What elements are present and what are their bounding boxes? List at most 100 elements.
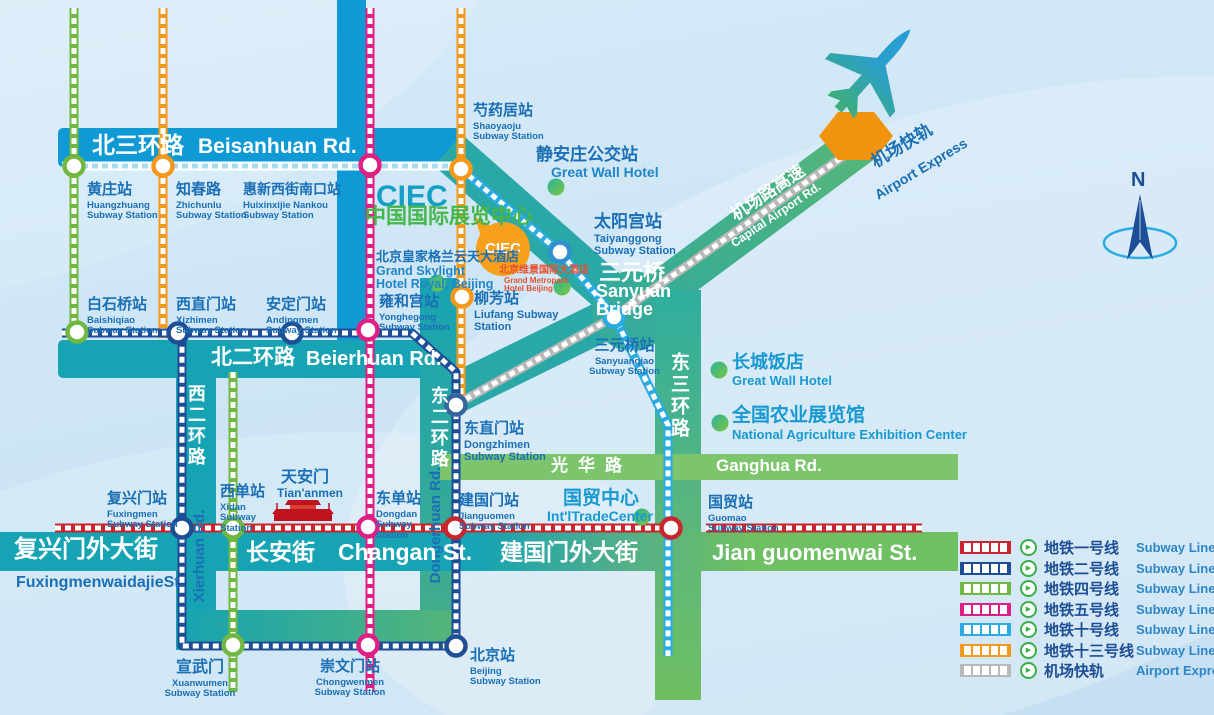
legend-swatch-line13	[960, 643, 1011, 657]
agri-center-dot	[711, 414, 729, 432]
grand-skylight-label-cn: 北京皇家格兰云天大酒店	[376, 249, 520, 264]
station-label-dongzhimen: 东直门站 Dongzhimen Subway Station	[464, 420, 546, 463]
station-marker-xizhimen	[166, 321, 190, 345]
station-marker-liufang	[450, 285, 474, 309]
station-marker-huangzhuang	[62, 154, 86, 178]
jinganzhuang-label-en: Great Wall Hotel	[551, 164, 659, 180]
station-label-chongwenmen: 崇文门站 Chongwenmen Subway Station	[314, 658, 386, 699]
play-icon: ▶	[1020, 621, 1037, 638]
road-vertical-blue	[337, 0, 366, 348]
metropark-label-cn: 北京维景国际大酒店	[499, 265, 589, 276]
road-label-ganghua-cn: 光华路	[551, 456, 632, 475]
road-label-ganghua-en: Ganghua Rd.	[716, 456, 822, 475]
sanyuan-bridge-label-en2: Bridge	[596, 299, 654, 319]
road-label-beisanhuan-en: Beisanhuan Rd.	[198, 135, 357, 158]
station-label-yonghegong: 雍和宫站 Yonghegong Subway Station	[379, 293, 450, 334]
agri-center-label-cn: 全国农业展览馆	[732, 405, 866, 426]
station-label-baishiqiao: 白石桥站 Baishiqiao Subway Station	[87, 296, 158, 337]
station-marker-jianguomen	[443, 516, 467, 540]
tiananmen-label-cn: 天安门	[281, 469, 330, 486]
station-marker-beijing	[444, 634, 468, 658]
jinganzhuang-dot	[547, 178, 565, 196]
station-marker-xuanwumen	[221, 633, 245, 657]
tiananmen-icon	[272, 500, 334, 521]
airport-hexagon-icon	[819, 112, 893, 160]
road-ganghua	[440, 454, 958, 480]
station-label-xidan: 西单站 Xidan Subway Station	[220, 483, 266, 534]
agri-center-label-en: National Agriculture Exhibition Center	[732, 427, 967, 442]
airplane-icon	[824, 29, 911, 119]
station-label-liufang: 柳芳站 Liufang Subway Station	[474, 290, 559, 333]
legend-swatch-airport-express	[960, 664, 1011, 677]
grand-skylight-dot	[428, 274, 446, 292]
legend-swatch-line1	[960, 541, 1011, 554]
compass-n-label: N	[1131, 169, 1146, 191]
legend-row-line2: ▶ 地铁二号线 Subway Line 2	[960, 559, 1214, 578]
ciec-title-abbr: CIEC	[376, 180, 448, 213]
road-label-dongerhuan-cn: 东二环路	[428, 386, 449, 470]
tiananmen-label-en: Tian'anmen	[277, 486, 343, 500]
station-label-beijing: 北京站 Beijing Subway Station	[470, 647, 541, 688]
station-label-jianguomen: 建国门站 Jianguomen Subway Station	[459, 492, 530, 533]
station-label-shaoyaoju: 芍药居站 Shaoyaoju Subway Station	[473, 102, 544, 143]
metropark-label-en: Grand Metropark Hotel Beijing	[504, 276, 569, 294]
road-beierhuan	[58, 340, 460, 378]
station-marker-baishiqiao	[65, 320, 89, 344]
station-marker-andingmen	[280, 321, 304, 345]
station-label-dongdan: 东单站 Dongdan Subway Station	[376, 490, 422, 541]
trade-center-label-cn: 国贸中心	[563, 488, 640, 509]
legend-row-line5: ▶ 地铁五号线 Subway Line 5	[960, 600, 1214, 619]
play-icon: ▶	[1020, 641, 1037, 659]
station-marker-chongwenmen	[356, 633, 380, 657]
ciec-bubble	[474, 216, 530, 276]
road-label-beierhuan-en: Beierhuan Rd.	[306, 348, 442, 370]
greatwall-hotel-label-en: Great Wall Hotel	[732, 373, 832, 388]
play-icon: ▶	[1020, 559, 1037, 577]
ciec-bubble-label: CIEC	[485, 240, 521, 258]
road-label-beisanhuan-cn: 北三环路	[92, 132, 184, 158]
metropark-dot	[553, 278, 571, 296]
legend-row-airport-express: ▶ 机场快轨 Airport Express	[960, 662, 1214, 680]
road-label-jianguomenwai-cn: 建国门外大街	[500, 539, 638, 565]
road-label-xierhuan-en: Xierhuan Rd.	[191, 509, 209, 603]
road-label-dongsanhuan-cn: 东三环路	[667, 352, 689, 440]
road-label-xierhuan-cn: 西二环路	[185, 384, 206, 468]
station-marker-taiyanggong	[548, 240, 572, 264]
station-marker-dongdan	[356, 515, 380, 539]
station-label-xizhimen: 西直门站 Xizhimen Subway Station	[176, 296, 247, 337]
station-label-xuanwumen: 宣武门 Xuanwumen Subway Station	[164, 659, 236, 700]
station-label-huixinxijie: 惠新西街南口站 Huixinxijie Nankou Subway Statio…	[243, 181, 341, 222]
station-marker-dongzhimen	[444, 393, 468, 417]
station-label-sanyuanqiao: 三元桥站 Sanyuanqiao Subway Station	[589, 337, 660, 378]
road-label-fuxingmenwai-cn: 复兴门外大街	[14, 536, 158, 563]
compass-icon	[1102, 194, 1178, 260]
play-icon: ▶	[1020, 539, 1037, 556]
play-icon: ▶	[1020, 600, 1037, 618]
station-label-andingmen: 安定门站 Andingmen Subway Station	[266, 296, 337, 337]
station-label-guomao: 国贸站 Guomao Subway Station	[708, 494, 779, 535]
station-label-zhichunlu: 知春路 Zhichunlu Subway Station	[176, 181, 247, 222]
road-dongsanhuan	[655, 290, 701, 700]
road-label-changan-cn: 长安街	[246, 539, 315, 565]
road-label-changan-en: Changan St.	[338, 539, 473, 565]
legend-row-line1: ▶ 地铁一号线 Subway Line 1	[960, 539, 1214, 557]
station-marker-sanyuanqiao	[602, 305, 626, 329]
road-label-fuxingmenwai-en: FuxingmenwaidajieSt.	[16, 574, 185, 591]
station-label-fuxingmen: 复兴门站 Fuxingmen Subway Station	[107, 490, 178, 531]
grand-skylight-label-en: Grand Skylight Hotel Royal, Beijing	[376, 264, 494, 292]
legend-swatch-line10	[960, 623, 1011, 636]
station-marker-guomao	[659, 516, 683, 540]
legend-swatch-line2	[960, 561, 1011, 575]
station-marker-shaoyaoju	[449, 157, 473, 181]
landmark-dots	[428, 178, 729, 526]
station-marker-huixinxijie	[358, 153, 382, 177]
station-marker-zhichunlu	[151, 154, 175, 178]
legend-row-line13: ▶ 地铁十三号线 Subway Line 13	[960, 641, 1214, 660]
station-marker-fuxingmen	[170, 516, 194, 540]
station-label-huangzhuang: 黄庄站 Huangzhuang Subway Station	[87, 181, 158, 222]
ciec-title-cn: 中国国际展览中心	[365, 205, 533, 228]
play-icon: ▶	[1020, 662, 1037, 679]
greatwall-hotel-label-cn: 长城饭店	[732, 352, 804, 372]
